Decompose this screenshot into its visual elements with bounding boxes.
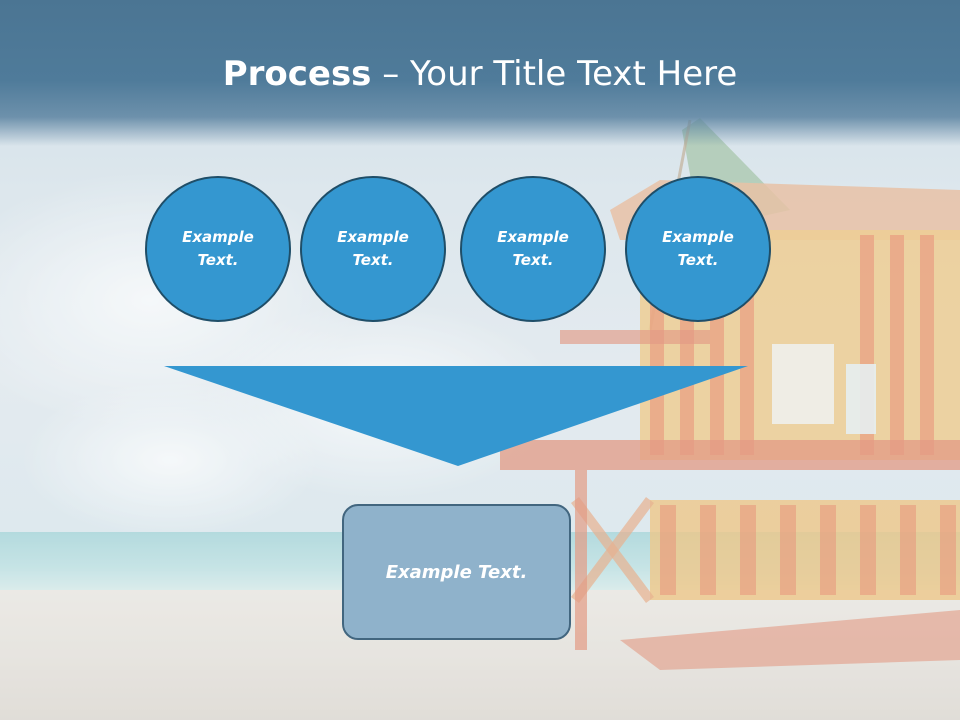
title-bold-text: Process	[222, 54, 372, 94]
slide-title[interactable]: Process – Your Title Text Here	[0, 52, 960, 96]
background-cloud	[20, 380, 320, 540]
step-circle-label: Example Text.	[337, 228, 409, 269]
funnel-arrow[interactable]	[164, 366, 748, 466]
title-band	[0, 0, 960, 146]
step-circle-label: Example Text.	[497, 228, 569, 269]
funnel-arrow-shape	[164, 366, 748, 466]
title-rest-text: – Your Title Text Here	[371, 54, 738, 94]
result-box-label: Example Text.	[385, 561, 528, 583]
step-circle-3[interactable]: Example Text.	[460, 176, 606, 322]
step-circle-2[interactable]: Example Text.	[300, 176, 446, 322]
step-circle-label: Example Text.	[182, 228, 254, 269]
step-circle-label: Example Text.	[662, 228, 734, 269]
result-box[interactable]: Example Text.	[342, 504, 571, 640]
step-circle-4[interactable]: Example Text.	[625, 176, 771, 322]
step-circle-1[interactable]: Example Text.	[145, 176, 291, 322]
